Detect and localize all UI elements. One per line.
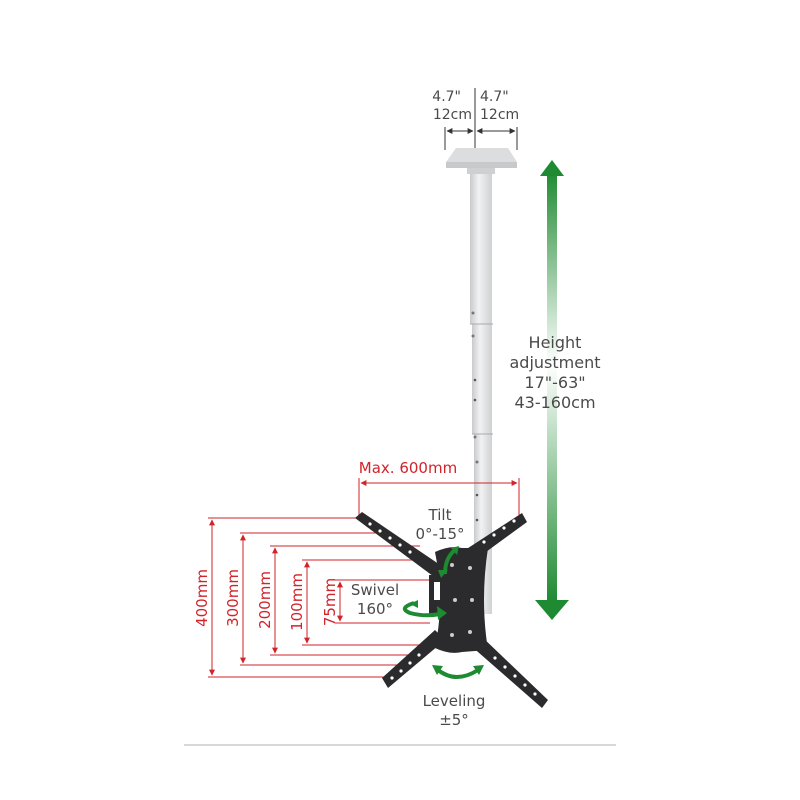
tilt-label: Tilt 0°-15° [415,506,464,543]
svg-text:43-160cm: 43-160cm [514,393,595,412]
tv-bracket [355,512,548,708]
plate-left-cm: 12cm [433,107,472,123]
svg-text:160°: 160° [357,600,393,618]
height-adjustment-arrow-icon [535,160,569,620]
svg-text:Tilt: Tilt [428,506,452,524]
svg-text:Leveling: Leveling [423,692,486,710]
swivel-arrow-icon [402,600,447,620]
vesa-dimensions: 400mm 300mm 200mm 100mm 75mm [193,517,430,678]
leveling-arrow-icon [432,665,484,679]
vesa-400-label: 400mm [193,569,211,627]
plate-right-inches: 4.7" [480,89,509,105]
leveling-label: Leveling ±5° [423,692,486,729]
swivel-label: Swivel 160° [351,581,399,618]
svg-text:Swivel: Swivel [351,581,399,599]
ceiling-plate-dimension: 4.7" 12cm 4.7" 12cm [432,88,519,152]
vesa-200-label: 200mm [256,571,274,629]
height-adjustment-label: Height adjustment 17"-63" 43-160cm [510,333,601,412]
plate-left-inches: 4.7" [432,89,461,105]
svg-text:17"-63": 17"-63" [524,373,585,392]
tilt-arrow-icon [438,546,459,578]
vesa-75-label: 75mm [321,578,339,626]
vesa-100-label: 100mm [288,573,306,631]
max-width-dimension: Max. 600mm [358,459,520,515]
svg-text:0°-15°: 0°-15° [415,525,464,543]
max-width-label: Max. 600mm [359,459,457,477]
svg-text:Height: Height [529,333,582,352]
svg-text:±5°: ±5° [439,711,469,729]
plate-right-cm: 12cm [480,107,519,123]
vesa-300-label: 300mm [224,569,242,627]
svg-text:adjustment: adjustment [510,353,601,372]
